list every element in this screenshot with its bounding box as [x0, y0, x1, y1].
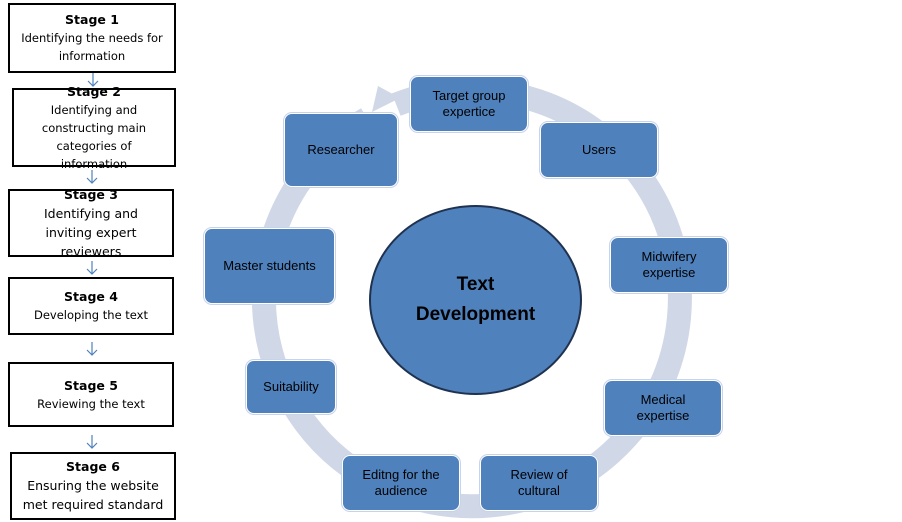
stage-title: Stage 5 [64, 377, 118, 393]
node-medical: Medical expertise [604, 380, 722, 436]
center-line-1: Text [456, 274, 495, 295]
stage-title: Stage 3 [64, 186, 118, 202]
stage-text: Reviewing the text [37, 396, 145, 411]
stage-text: Identifying and inviting expert reviewer… [43, 205, 138, 259]
node-users: Users [540, 122, 658, 178]
down-arrow-icon [86, 342, 98, 356]
stage-1-box: Stage 1 Identifying the needs for informa… [8, 3, 176, 73]
stage-4-box: Stage 4 Developing the text [8, 277, 174, 335]
stage-5-box: Stage 5 Reviewing the text [8, 362, 174, 427]
node-target-group: Target group expertice [410, 76, 528, 132]
node-label: Review of cultural [510, 467, 568, 498]
down-arrow-icon [86, 170, 98, 184]
stage-title: Stage 1 [65, 12, 119, 27]
node-midwifery: Midwifery expertise [610, 237, 728, 293]
node-master-students: Master students [204, 228, 335, 304]
stage-text: Identifying and constructing main catego… [41, 102, 147, 171]
down-arrow-icon [86, 261, 98, 275]
node-label: Target group expertice [432, 88, 506, 119]
node-label: Master students [223, 258, 316, 273]
stage-title: Stage 6 [66, 459, 120, 474]
node-suitability: Suitability [246, 360, 336, 414]
node-label: Researcher [307, 142, 375, 157]
node-editing: Editng for the audience [342, 455, 460, 511]
stage-text: Ensuring the website met required standa… [22, 478, 164, 512]
node-label: Suitability [263, 379, 319, 394]
node-review-cultural: Review of cultural [480, 455, 598, 511]
stage-6-box: Stage 6 Ensuring the website met required… [10, 452, 176, 520]
stage-2-box: Stage 2 Identifying and constructing main… [12, 84, 176, 171]
stage-text: Identifying the needs for information [21, 31, 163, 63]
stage-text: Developing the text [33, 308, 148, 322]
stage-title: Stage 2 [67, 83, 121, 99]
node-label: Midwifery expertise [641, 249, 697, 280]
stage-title: Stage 4 [64, 289, 118, 304]
down-arrow-icon [87, 73, 99, 87]
node-label: Users [582, 142, 616, 157]
center-line-2: Development [415, 304, 536, 325]
node-researcher: Researcher [284, 113, 398, 187]
down-arrow-icon [86, 435, 98, 449]
node-label: Editng for the audience [362, 467, 440, 498]
cycle-arrowhead-icon [372, 86, 400, 112]
stage-3-box: Stage 3 Identifying and inviting expert r… [8, 186, 174, 259]
node-label: Medical expertise [636, 392, 690, 423]
